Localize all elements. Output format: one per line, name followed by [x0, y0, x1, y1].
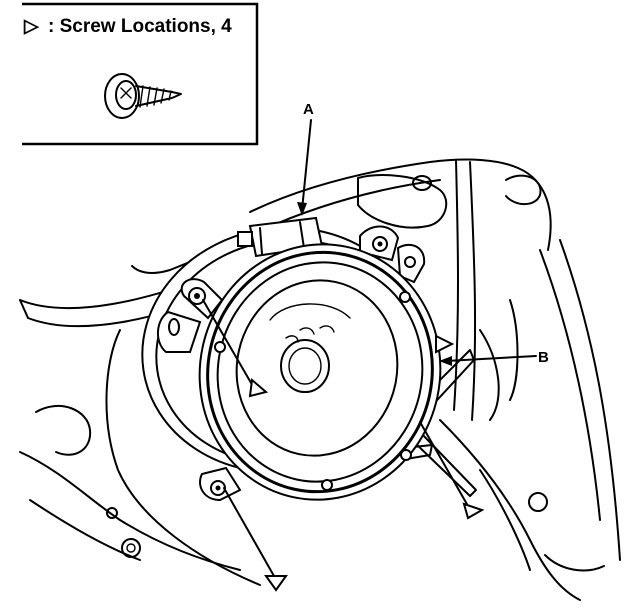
screw-location-marker-icon — [202, 299, 485, 592]
legend-marker-symbol: ▷ — [23, 16, 40, 37]
callout-b-label: B — [538, 349, 549, 366]
mounting-tab-top-right — [359, 225, 400, 262]
mounting-tab-left-upper — [180, 278, 224, 320]
mounting-tab-bottom-left — [199, 466, 242, 502]
legend-label: : Screw Locations, 4 — [48, 16, 232, 37]
callout-a: A — [297, 101, 314, 216]
callout-a-label: A — [303, 101, 314, 118]
screw-icon — [104, 73, 182, 119]
mounting-tab-right — [396, 243, 426, 284]
callout-b: B — [439, 349, 549, 366]
speaker-icon — [141, 216, 442, 502]
legend-box — [22, 2, 259, 146]
mounting-tab-left — [157, 310, 202, 353]
legend: ▷ : Screw Locations, 4 — [22, 2, 259, 146]
